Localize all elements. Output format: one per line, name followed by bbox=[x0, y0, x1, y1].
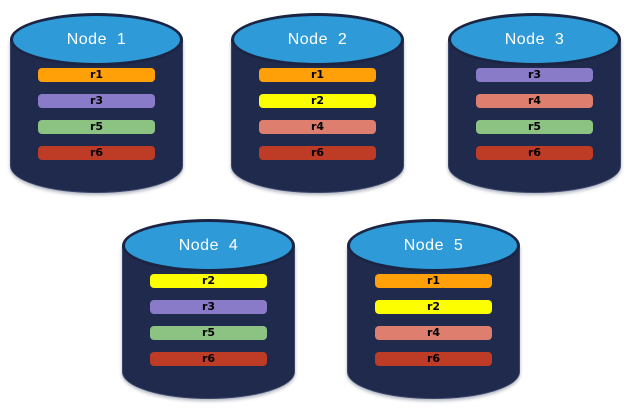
node-2-cylinder: Node 2 r1 r2 r4 r6 bbox=[231, 13, 404, 193]
node-3-cylinder: Node 3 r3 r4 r5 r6 bbox=[448, 13, 621, 193]
node-1-replica-list: r1 r3 r5 r6 bbox=[38, 68, 155, 172]
replica-bar-r6: r6 bbox=[259, 146, 376, 160]
replica-bar-r5: r5 bbox=[38, 120, 155, 134]
node-5-replica-list: r1 r2 r4 r6 bbox=[375, 274, 492, 378]
node-5-cylinder: Node 5 r1 r2 r4 r6 bbox=[347, 219, 520, 399]
replica-bar-r6: r6 bbox=[375, 352, 492, 366]
node-1-label: Node 1 bbox=[66, 31, 127, 48]
node-3-replica-list: r3 r4 r5 r6 bbox=[476, 68, 593, 172]
node-5-cylinder-top: Node 5 bbox=[347, 219, 520, 272]
node-2-label: Node 2 bbox=[287, 31, 348, 48]
replica-bar-r3: r3 bbox=[38, 94, 155, 108]
replica-bar-r1: r1 bbox=[375, 274, 492, 288]
node-4-cylinder-top: Node 4 bbox=[122, 219, 295, 272]
replica-bar-r6: r6 bbox=[476, 146, 593, 160]
node-4-label: Node 4 bbox=[178, 237, 239, 254]
node-3-cylinder-top: Node 3 bbox=[448, 13, 621, 66]
replica-bar-r2: r2 bbox=[150, 274, 267, 288]
replica-bar-r3: r3 bbox=[476, 68, 593, 82]
replica-bar-r2: r2 bbox=[375, 300, 492, 314]
replica-bar-r6: r6 bbox=[38, 146, 155, 160]
node-2-replica-list: r1 r2 r4 r6 bbox=[259, 68, 376, 172]
node-3-label: Node 3 bbox=[504, 31, 565, 48]
replica-bar-r4: r4 bbox=[476, 94, 593, 108]
node-1-cylinder: Node 1 r1 r3 r5 r6 bbox=[10, 13, 183, 193]
replica-bar-r6: r6 bbox=[150, 352, 267, 366]
node-2-cylinder-top: Node 2 bbox=[231, 13, 404, 66]
replica-bar-r5: r5 bbox=[476, 120, 593, 134]
replica-bar-r3: r3 bbox=[150, 300, 267, 314]
replica-bar-r4: r4 bbox=[259, 120, 376, 134]
node-4-replica-list: r2 r3 r5 r6 bbox=[150, 274, 267, 378]
replica-bar-r1: r1 bbox=[38, 68, 155, 82]
node-1-cylinder-top: Node 1 bbox=[10, 13, 183, 66]
replica-bar-r5: r5 bbox=[150, 326, 267, 340]
replica-bar-r1: r1 bbox=[259, 68, 376, 82]
replica-bar-r2: r2 bbox=[259, 94, 376, 108]
node-5-label: Node 5 bbox=[403, 237, 464, 254]
node-4-cylinder: Node 4 r2 r3 r5 r6 bbox=[122, 219, 295, 399]
replica-bar-r4: r4 bbox=[375, 326, 492, 340]
